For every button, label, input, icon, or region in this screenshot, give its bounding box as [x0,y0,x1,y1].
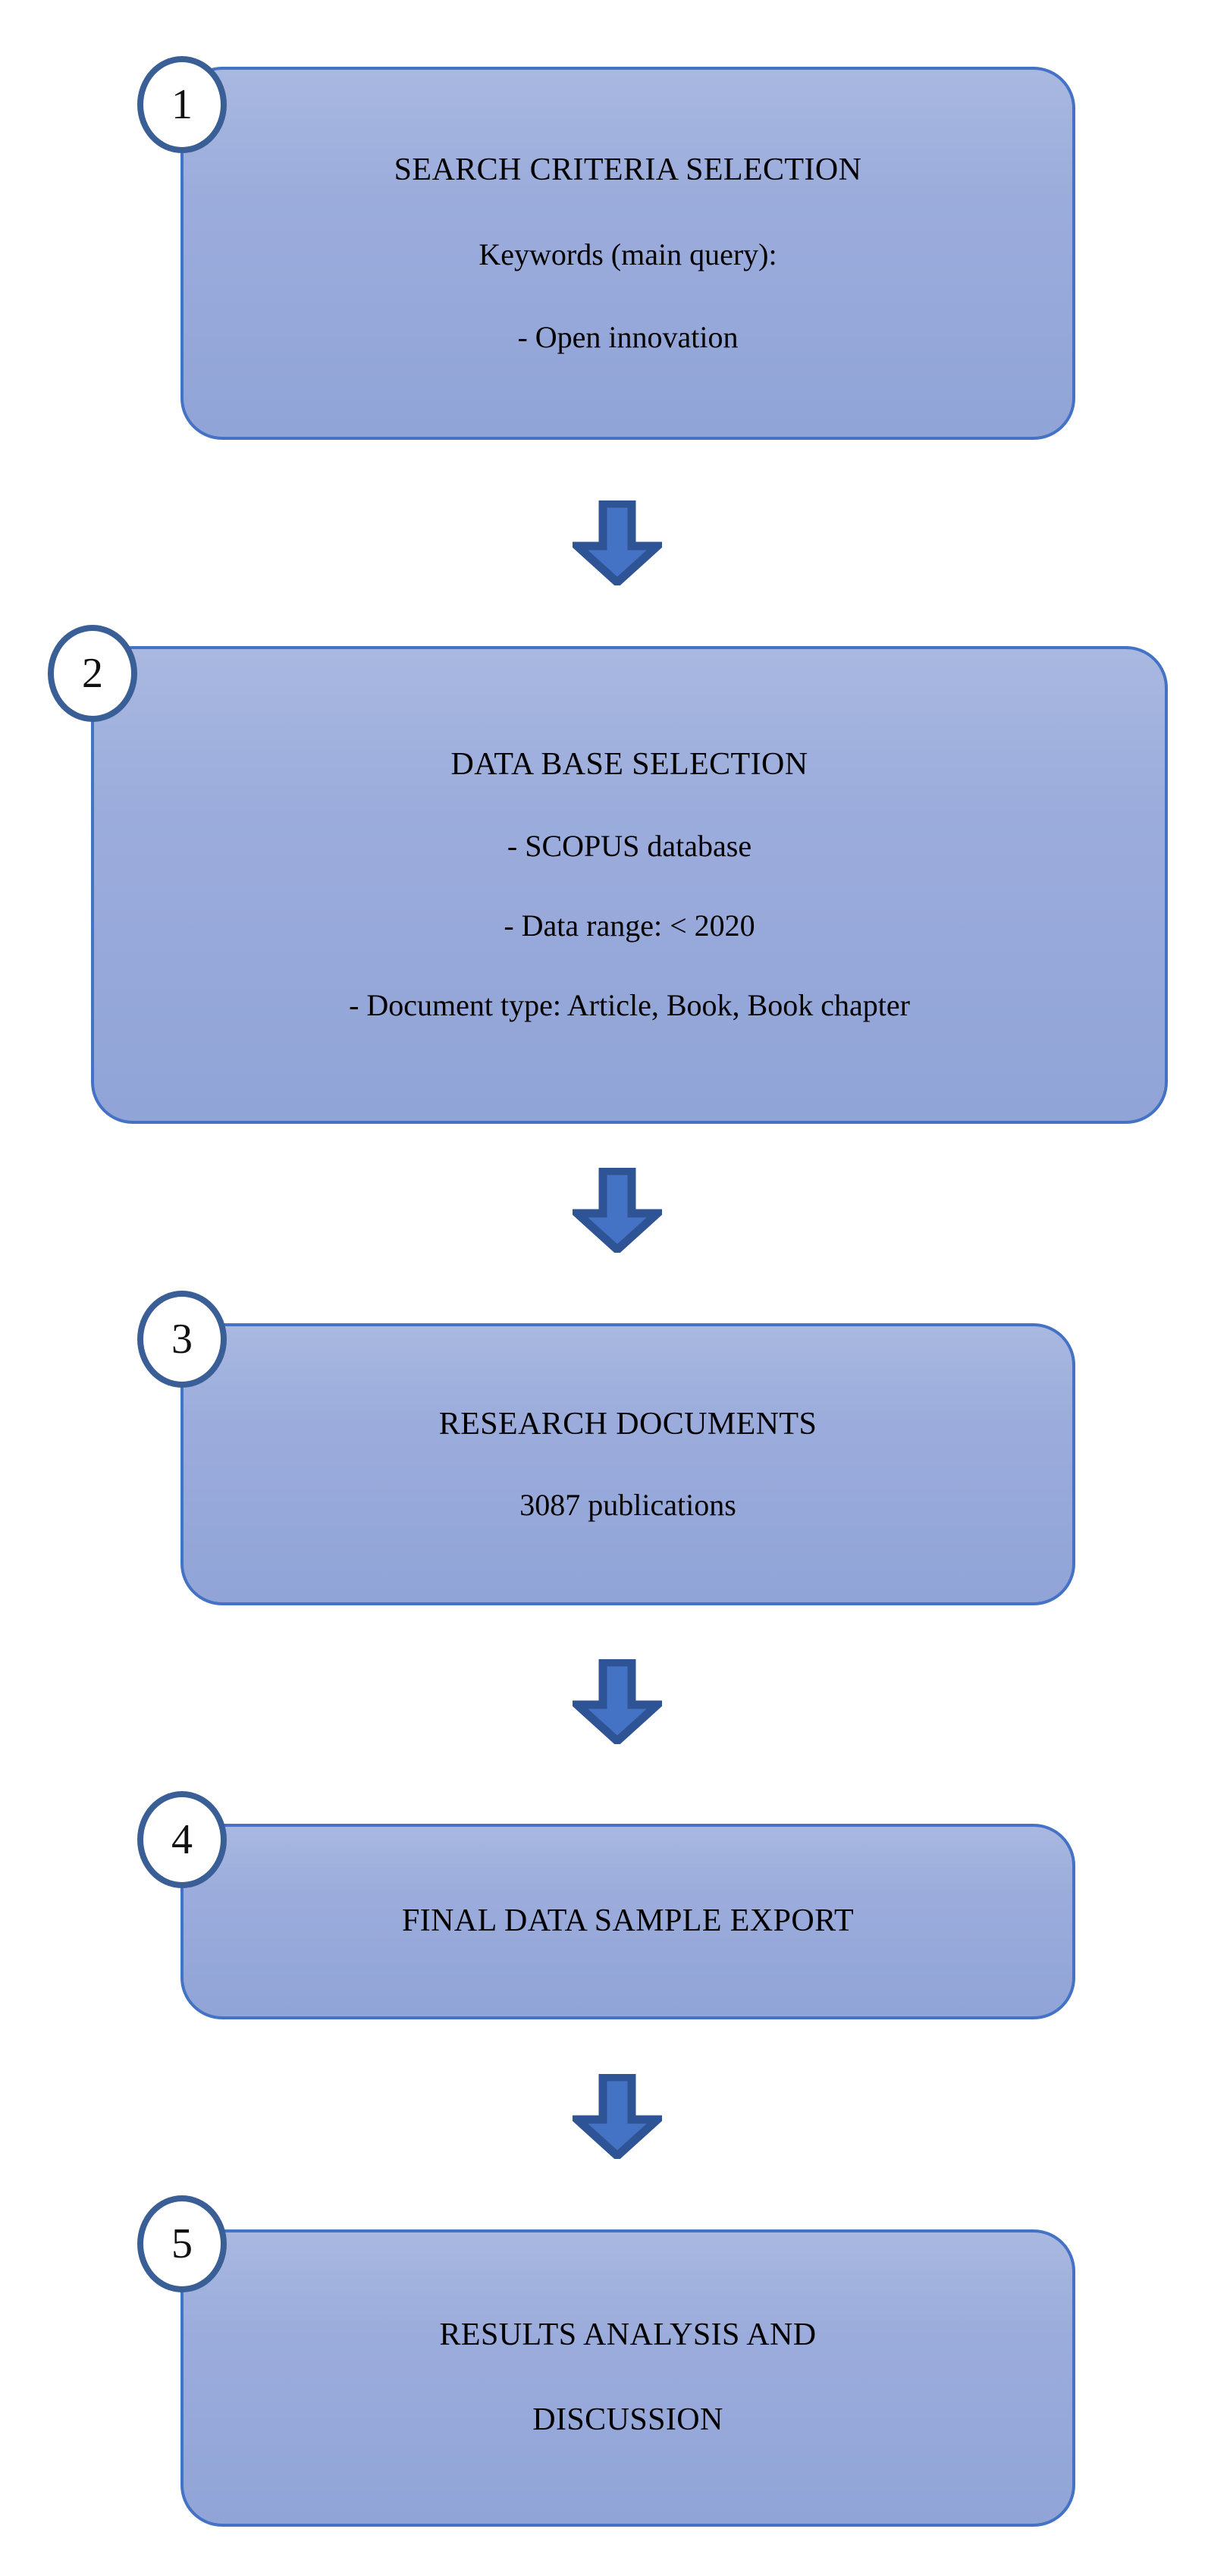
flow-step-research-documents[interactable]: RESEARCH DOCUMENTS 3087 publications [180,1323,1075,1605]
step-box-2-content: DATA BASE SELECTION - SCOPUS database - … [94,746,1165,1023]
arrow-step3-to-step4 [573,1659,662,1744]
step-badge-3: 3 [137,1291,227,1388]
down-arrow-icon [573,500,662,585]
step-2-line-1: DATA BASE SELECTION [450,747,808,783]
step-badge-1: 1 [137,56,227,153]
flow-step-final-data-sample-export[interactable]: FINAL DATA SAMPLE EXPORT [180,1824,1075,2019]
step-1-line-3: - Open innovation [517,319,739,354]
step-3-line-1: RESEARCH DOCUMENTS [438,1406,817,1442]
down-arrow-icon [573,1168,662,1253]
arrow-step4-to-step5 [573,2074,662,2159]
step-2-line-3: - Data range: < 2020 [504,908,755,943]
step-box-1-content: SEARCH CRITERIA SELECTION Keywords (main… [184,152,1072,355]
step-5-line-1: RESULTS ANALYSIS AND [439,2317,817,2353]
step-box-5-content: RESULTS ANALYSIS AND DISCUSSION [184,2317,1072,2439]
step-1-line-2: Keywords (main query): [479,237,777,271]
down-arrow-icon [573,2074,662,2159]
step-1-line-1: SEARCH CRITERIA SELECTION [394,152,862,188]
step-box-4-content: FINAL DATA SAMPLE EXPORT [184,1903,1072,1941]
step-badge-4-number: 4 [171,1816,193,1863]
flow-step-data-base-selection[interactable]: DATA BASE SELECTION - SCOPUS database - … [91,646,1168,1124]
step-box-3-content: RESEARCH DOCUMENTS 3087 publications [184,1406,1072,1523]
step-badge-2-number: 2 [82,650,103,697]
step-2-line-2: - SCOPUS database [507,828,752,863]
arrow-step1-to-step2 [573,500,662,585]
step-5-line-2: DISCUSSION [532,2402,723,2437]
step-box-4: FINAL DATA SAMPLE EXPORT [180,1824,1075,2019]
step-badge-5-number: 5 [171,2220,193,2267]
flow-step-search-criteria-selection[interactable]: SEARCH CRITERIA SELECTION Keywords (main… [180,67,1075,440]
step-badge-5: 5 [137,2195,227,2292]
step-box-3: RESEARCH DOCUMENTS 3087 publications [180,1323,1075,1605]
step-box-2: DATA BASE SELECTION - SCOPUS database - … [91,646,1168,1124]
flow-step-results-analysis-and-discussion[interactable]: RESULTS ANALYSIS AND DISCUSSION [180,2229,1075,2527]
step-box-5: RESULTS ANALYSIS AND DISCUSSION [180,2229,1075,2527]
down-arrow-icon [573,1659,662,1744]
step-4-line-1: FINAL DATA SAMPLE EXPORT [401,1903,855,1939]
step-badge-3-number: 3 [171,1316,193,1363]
step-badge-1-number: 1 [171,81,193,128]
step-badge-2: 2 [48,625,137,722]
arrow-step2-to-step3 [573,1168,662,1253]
step-box-1: SEARCH CRITERIA SELECTION Keywords (main… [180,67,1075,440]
step-2-line-4: - Document type: Article, Book, Book cha… [349,988,910,1023]
step-3-line-2: 3087 publications [519,1488,736,1523]
step-badge-4: 4 [137,1791,227,1888]
